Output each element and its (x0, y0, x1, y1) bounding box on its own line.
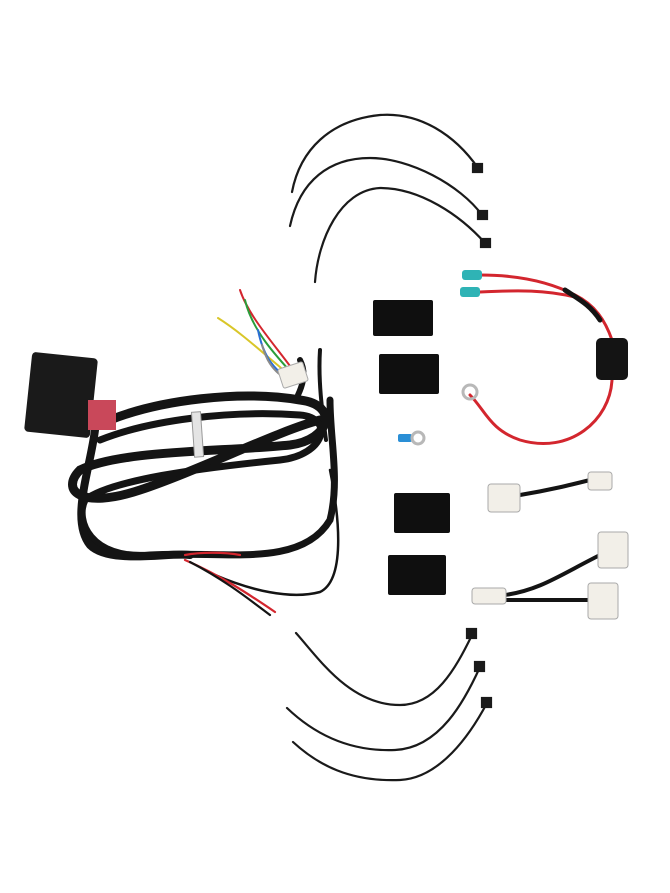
zip-tie (290, 113, 480, 194)
zip-tie-head (476, 209, 489, 221)
zip-tie (294, 631, 474, 707)
small-connector (277, 361, 309, 389)
velcro-pad (388, 555, 446, 595)
zip-tie-head (480, 696, 493, 709)
zip-tie (288, 156, 484, 228)
zip-ties-bottom (285, 627, 493, 782)
velcro-pad (379, 354, 439, 394)
zip-tie-head (465, 627, 478, 640)
zip-tie (313, 186, 487, 284)
cable-tie-wrap (190, 411, 205, 458)
main-connector (24, 352, 98, 438)
connector-wires (88, 400, 116, 430)
fuse-holder-assembly (460, 270, 628, 446)
velcro-pad (373, 300, 433, 336)
zip-tie-head (479, 237, 492, 249)
blue-spade-terminal (398, 430, 426, 446)
velcro-pad (394, 493, 450, 533)
fuse-holder (596, 338, 628, 380)
ring-terminal (461, 383, 479, 401)
adapter-harness-large (471, 531, 629, 620)
adapter-harness-small (487, 471, 613, 513)
zip-tie (285, 665, 482, 752)
zip-tie (291, 701, 489, 782)
zip-tie-head (471, 162, 484, 174)
main-harness (68, 289, 340, 617)
velcro-pads (373, 300, 450, 595)
zip-ties-top (288, 113, 492, 284)
zip-tie-head (473, 660, 486, 673)
